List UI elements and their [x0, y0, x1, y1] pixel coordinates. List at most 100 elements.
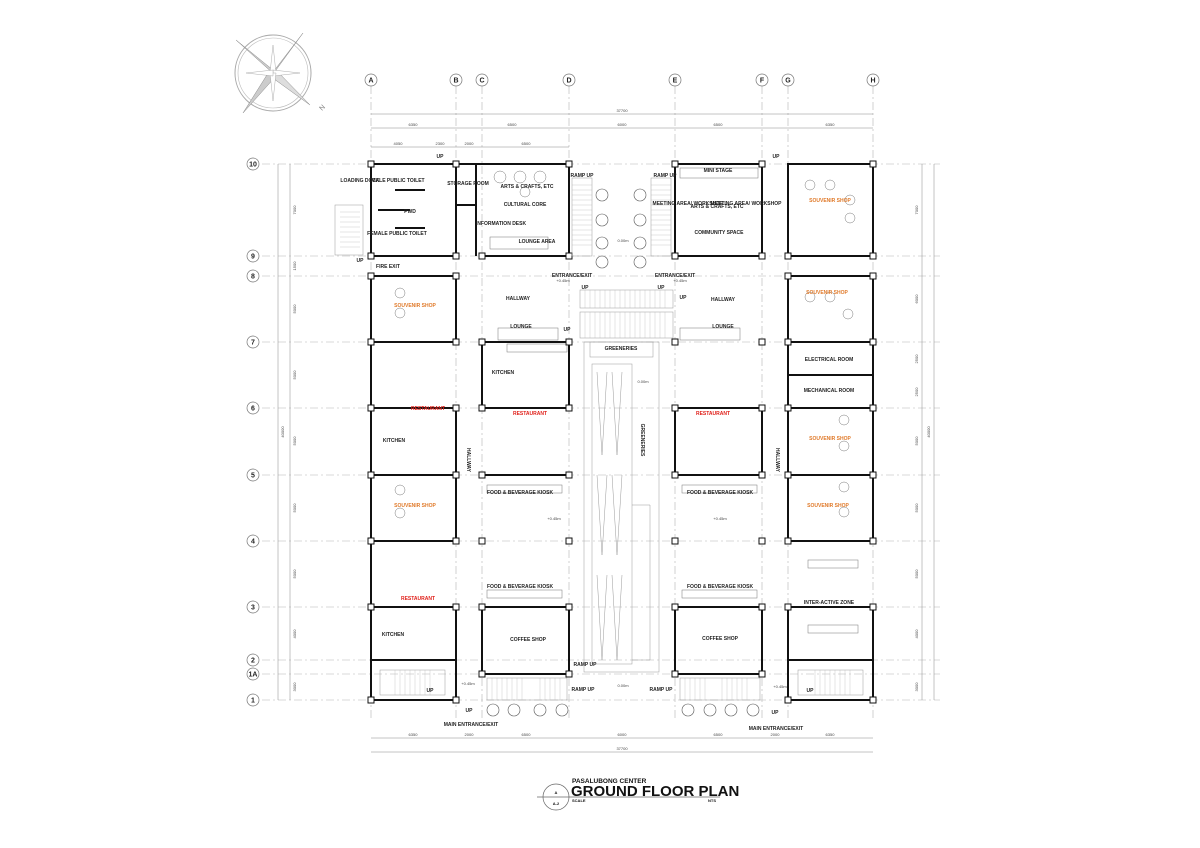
label-greeneries: GREENERIES [605, 346, 638, 352]
label-meeting-area-left: MEETING AREA/ WORKSHOP [653, 201, 725, 207]
svg-text:6: 6 [251, 406, 255, 413]
svg-text:UP: UP [658, 285, 666, 291]
svg-text:UP: UP [437, 154, 445, 160]
svg-text:+0.45m: +0.45m [773, 684, 787, 689]
svg-text:4000: 4000 [292, 629, 297, 639]
label-restaurant-1: RESTAURANT [411, 406, 445, 412]
svg-text:4: 4 [251, 539, 255, 546]
callout-top: A [555, 790, 558, 795]
svg-text:8: 8 [251, 274, 255, 281]
label-souvenir-shop-2: SOUVENIR SHOP [394, 303, 436, 309]
label-kitchen-3: KITCHEN [382, 632, 405, 638]
svg-text:UP: UP [466, 708, 474, 714]
svg-text:UP: UP [564, 327, 572, 333]
label-souvenir-shop-4: SOUVENIR SHOP [809, 436, 851, 442]
label-coffee-shop-1: COFFEE SHOP [510, 637, 547, 643]
row-grid-bubbles: 10 9 8 7 6 5 4 3 2 1A 1 [246, 157, 260, 707]
svg-text:UP: UP [773, 154, 781, 160]
svg-text:5000: 5000 [292, 503, 297, 513]
label-information-desk: INFORMATION DESK [476, 221, 527, 227]
label-fb-kiosk-1: FOOD & BEVERAGE KIOSK [487, 490, 554, 496]
svg-text:1: 1 [251, 698, 255, 705]
svg-text:40000: 40000 [926, 426, 931, 438]
label-ramp-up-left: RAMP UP [571, 173, 595, 179]
svg-text:UP: UP [357, 258, 365, 264]
svg-text:0.00m: 0.00m [617, 683, 629, 688]
callout-bottom: A-2 [553, 801, 560, 806]
svg-text:+0.45m: +0.45m [461, 681, 475, 686]
svg-text:5000: 5000 [914, 436, 919, 446]
structural-columns [367, 160, 877, 704]
label-female-toilet: FEMALE PUBLIC TOILET [367, 231, 427, 237]
svg-text:2000: 2000 [465, 141, 475, 146]
label-ramp-up-bottom-left: RAMP UP [572, 687, 596, 693]
north-label: N [318, 104, 327, 113]
label-coffee-shop-2: COFFEE SHOP [702, 636, 739, 642]
label-male-toilet: MALE PUBLIC TOILET [371, 178, 424, 184]
svg-text:4000: 4000 [914, 629, 919, 639]
svg-text:5000: 5000 [292, 569, 297, 579]
label-restaurant-2: RESTAURANT [513, 411, 547, 417]
svg-text:UP: UP [582, 285, 590, 291]
svg-text:B: B [453, 78, 458, 85]
label-mini-stage: MINI STAGE [704, 168, 733, 174]
svg-text:6500: 6500 [714, 122, 724, 127]
label-arts-crafts: ARTS & CRAFTS, ETC [500, 184, 553, 190]
top-dimensions [277, 113, 935, 753]
svg-text:0.00m: 0.00m [637, 379, 649, 384]
label-fire-exit: FIRE EXIT [376, 264, 400, 270]
svg-text:UP: UP [680, 295, 688, 301]
svg-text:2300: 2300 [436, 141, 446, 146]
label-ramp-up-bottom-center: RAMP UP [574, 662, 598, 668]
label-restaurant-4: RESTAURANT [401, 596, 435, 602]
svg-text:6350: 6350 [409, 122, 419, 127]
svg-text:5: 5 [251, 473, 255, 480]
svg-text:3000: 3000 [292, 682, 297, 692]
svg-text:2500: 2500 [914, 387, 919, 397]
svg-text:5000: 5000 [914, 503, 919, 513]
svg-text:5000: 5000 [292, 370, 297, 380]
label-cultural-core: CULTURAL CORE [504, 202, 547, 208]
label-mechanical-room: MECHANICAL ROOM [804, 388, 854, 394]
label-ramp-up-right: RAMP UP [654, 173, 678, 179]
svg-text:C: C [479, 78, 484, 85]
label-hallway-vertical-left: HALLWAY [465, 448, 471, 473]
label-hallway-left: HALLWAY [506, 296, 531, 302]
label-lounge-left: LOUNGE [510, 324, 532, 330]
label-loading-dock: LOADING DOCK [340, 178, 380, 184]
title-block: A A-2 PASALUBONG CENTER GROUND FLOOR PLA… [537, 778, 739, 811]
label-souvenir-shop-1: SOUVENIR SHOP [809, 198, 851, 204]
greeneries-courtyard [583, 341, 660, 673]
svg-text:0.00m: 0.00m [617, 238, 629, 243]
label-arts-crafts-2: ARTS & CRAFTS, ETC [690, 204, 743, 210]
label-lounge-area: LOUNGE AREA [519, 239, 556, 245]
scale-label: SCALE [572, 798, 586, 803]
svg-text:H: H [870, 78, 875, 85]
project-name: PASALUBONG CENTER [572, 778, 647, 785]
column-grid-bubbles: A B C D E F G H [364, 73, 880, 87]
svg-text:6000: 6000 [618, 122, 628, 127]
label-main-entrance-left: MAIN ENTRANCE/EXIT [444, 722, 498, 728]
north-arrow-icon: N [234, 32, 327, 114]
svg-text:5000: 5000 [292, 304, 297, 314]
svg-text:6350: 6350 [826, 122, 836, 127]
svg-text:40000: 40000 [280, 426, 285, 438]
svg-text:UP: UP [427, 688, 435, 694]
svg-text:2000: 2000 [465, 732, 475, 737]
svg-text:7: 7 [251, 340, 255, 347]
level-markers: +0.45m +0.45m 0.00m 0.00m +0.45m +0.45m … [461, 238, 787, 689]
label-meeting-area-right: MEETING AREA/ WORKSHOP [711, 201, 783, 207]
label-hallway-vertical-right: HALLWAY [774, 448, 780, 473]
stair-treads [340, 184, 851, 700]
svg-text:+0.45m: +0.45m [547, 516, 561, 521]
svg-text:3: 3 [251, 605, 255, 612]
svg-text:6500: 6500 [508, 122, 518, 127]
label-fb-kiosk-3: FOOD & BEVERAGE KIOSK [487, 584, 554, 590]
svg-text:5000: 5000 [914, 569, 919, 579]
svg-text:9: 9 [251, 254, 255, 261]
label-kitchen-1: KITCHEN [492, 370, 515, 376]
svg-text:7000: 7000 [292, 205, 297, 215]
walls [370, 163, 874, 701]
svg-text:6500: 6500 [714, 732, 724, 737]
